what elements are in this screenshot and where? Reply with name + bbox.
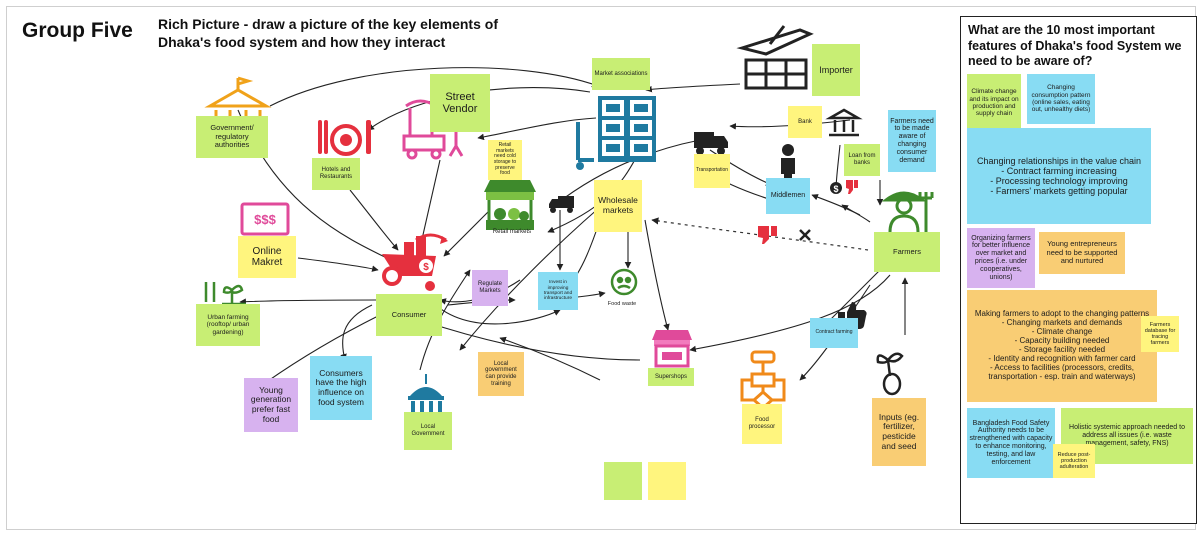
retail-markets-label: Retail markets bbox=[492, 229, 532, 235]
arrow bbox=[269, 67, 599, 107]
svg-text:$$$: $$$ bbox=[254, 212, 276, 227]
regulate-markets-note: Regulate Markets bbox=[472, 270, 508, 306]
food-waste-label: Food waste bbox=[607, 301, 637, 307]
blank-green-note bbox=[604, 462, 642, 500]
adopt-note: Making farmers to adopt to the changing … bbox=[967, 290, 1157, 402]
warehouse-shelves-icon bbox=[576, 96, 656, 170]
climate-note: Climate change and its impact on product… bbox=[967, 74, 1021, 132]
retail-stall-icon bbox=[484, 180, 536, 230]
adopt-line: - Changing markets and demands bbox=[1001, 318, 1123, 328]
shopping-cart-icon: $ bbox=[382, 233, 448, 291]
relationships-line: - Contract farming increasing bbox=[1001, 165, 1117, 176]
invest-note: Invest in improving transport and infras… bbox=[538, 272, 578, 310]
adopt-line: Making farmers to adopt to the changing … bbox=[974, 309, 1150, 319]
blank-yellow-note bbox=[648, 462, 686, 500]
reduce-adulteration-note: Reduce post-production adulteration bbox=[1053, 444, 1095, 478]
thumbs-down-icon bbox=[846, 180, 858, 194]
farmers-database-note: Farmers database for tracing farmers bbox=[1141, 316, 1179, 352]
panel-question: What are the 10 most important features … bbox=[968, 23, 1182, 69]
market-associations-note: Market associations bbox=[592, 58, 650, 90]
supershop-icon bbox=[652, 330, 692, 368]
relationships-note: Changing relationships in the value chai… bbox=[967, 128, 1151, 224]
wholesale-note: Wholesale markets bbox=[594, 180, 642, 232]
adopt-line: - Capacity building needed bbox=[1014, 336, 1110, 346]
urban-plant-icon bbox=[204, 282, 246, 306]
transportation-note: Transportation bbox=[694, 154, 730, 188]
arrow bbox=[349, 189, 399, 251]
local-government-note: Local Government bbox=[404, 412, 452, 450]
farmers-aware-note: Farmers need to be made aware of changin… bbox=[888, 110, 936, 172]
flowchart-icon bbox=[740, 350, 786, 411]
middlemen-note: Middlemen bbox=[766, 178, 810, 214]
farmer-icon bbox=[881, 191, 934, 233]
relationships-line: - Processing technology improving bbox=[990, 176, 1128, 186]
bank-note: Bank bbox=[788, 106, 822, 138]
supershops-label: Supershops bbox=[648, 368, 694, 386]
cross-icon bbox=[799, 229, 811, 241]
arrow bbox=[554, 139, 701, 206]
adopt-line: - Storage facility needed bbox=[1018, 345, 1106, 354]
arrow bbox=[340, 304, 373, 361]
organizing-note: Organizing farmers for better influence … bbox=[967, 228, 1035, 288]
street-vendor-note: Street Vendor bbox=[430, 74, 490, 132]
young-entrepreneurs-note: Young entrepreneurs need to be supported… bbox=[1039, 232, 1125, 274]
arrow bbox=[477, 117, 597, 141]
adopt-line: - Identity and recognition with farmer c… bbox=[988, 353, 1136, 363]
online-shop-icon: $$$ bbox=[240, 202, 290, 236]
hotels-note: Hotels and Restaurants bbox=[312, 158, 360, 190]
inputs-note: Inputs (eg. fertilizer, pesticide and se… bbox=[872, 398, 926, 466]
consumers-influence-note: Consumers have the high influence on foo… bbox=[310, 356, 372, 420]
group-title: Group Five bbox=[22, 19, 133, 42]
government-note: Government/ regulatory authorities bbox=[196, 116, 268, 158]
svg-text:$: $ bbox=[833, 184, 838, 194]
arrow bbox=[419, 318, 641, 361]
food-waste-icon bbox=[610, 268, 638, 296]
arrow bbox=[443, 209, 491, 257]
dollar-icon: $ bbox=[830, 182, 842, 194]
retail-storage-note: Retail markets need cold storage to pres… bbox=[488, 140, 522, 180]
arrow bbox=[841, 204, 871, 223]
delivery-truck-icon bbox=[694, 132, 728, 155]
delivery-truck-icon bbox=[549, 196, 574, 213]
arrow bbox=[644, 219, 670, 331]
online-market-note: Online Makret bbox=[238, 236, 296, 278]
food-processor-note: Food processor bbox=[742, 404, 782, 444]
farmers-note: Farmers bbox=[874, 232, 940, 272]
bank-icon bbox=[825, 108, 863, 137]
loan-note: Loan from banks bbox=[844, 144, 880, 176]
adopt-line: - Climate change bbox=[1031, 327, 1093, 337]
arrow bbox=[499, 336, 601, 381]
arrow bbox=[645, 83, 741, 93]
seed-icon bbox=[876, 352, 904, 396]
board-subtitle: Rich Picture - draw a picture of the key… bbox=[158, 16, 498, 50]
import-plane-icon bbox=[736, 25, 814, 90]
bfsa-note: Bangladesh Food Safety Authority needs t… bbox=[967, 408, 1055, 478]
relationships-line: - Farmers' markets getting popular bbox=[990, 186, 1128, 197]
contract-farming-note: Contract farming bbox=[810, 318, 858, 348]
relationships-line: Changing relationships in the value chai… bbox=[976, 155, 1142, 166]
local-government-training-note: Local government can provide training bbox=[478, 352, 524, 396]
plate-cutlery-icon bbox=[318, 120, 371, 156]
urban-farming-note: Urban farming (rooftop/ urban gardening) bbox=[196, 304, 260, 346]
thumbs-down-icon bbox=[758, 226, 777, 244]
arrow bbox=[429, 299, 561, 325]
consumption-note: Changing consumption pattern (online sal… bbox=[1027, 74, 1095, 124]
adopt-line: - Access to facilities (processors, cred… bbox=[988, 362, 1136, 381]
svg-text:$: $ bbox=[423, 262, 429, 273]
arrow bbox=[239, 298, 379, 305]
consumer-note: Consumer bbox=[376, 294, 442, 336]
importer-note: Importer bbox=[812, 44, 860, 96]
arrow bbox=[297, 257, 379, 272]
young-generation-note: Young generation prefer fast food bbox=[244, 378, 298, 432]
